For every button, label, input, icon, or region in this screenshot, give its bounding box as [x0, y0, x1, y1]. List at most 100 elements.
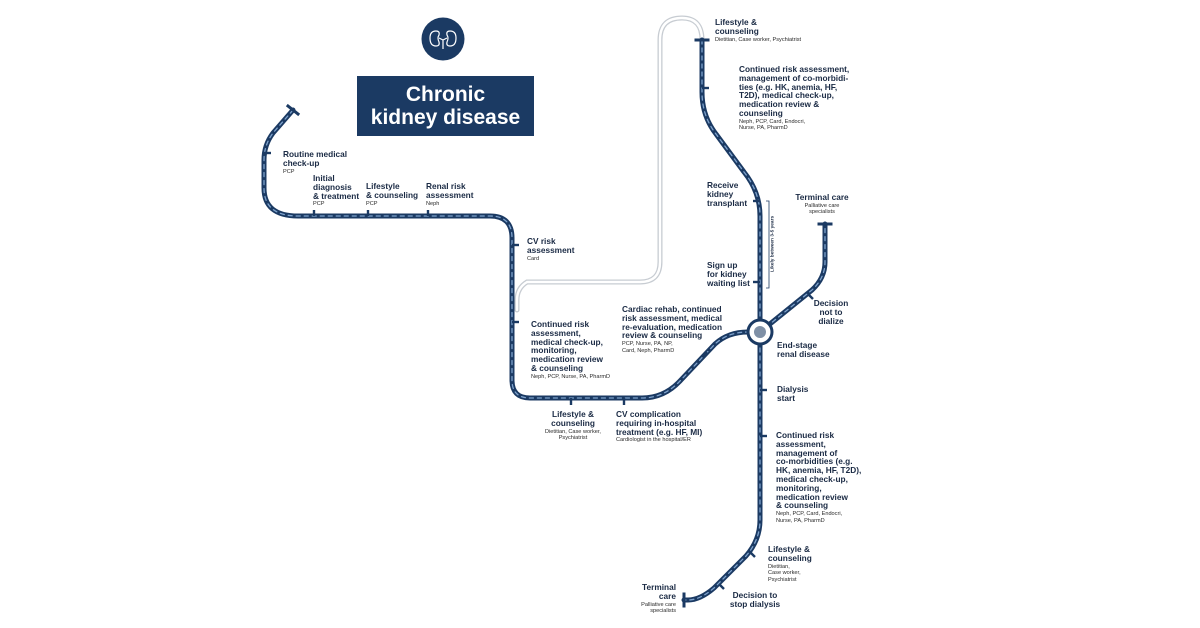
wait-time-note: Likely between 3-5 years [770, 215, 776, 273]
station-lifestyle-top: Lifestyle & counseling Dietitian, Case w… [715, 18, 801, 43]
station-roles: Psychiatrist [768, 576, 797, 583]
station-name: risk assessment, medical [622, 312, 723, 323]
station-routine-checkup: Routine medical check-up PCP [283, 150, 347, 175]
tick-decision-stop [718, 583, 725, 590]
station-name: HK, anemia, HF, T2D), [776, 465, 862, 476]
station-name: Lifestyle [366, 181, 400, 191]
station-name: counseling [551, 417, 595, 428]
station-roles: PCP, Nurse, PA, NP, [622, 341, 673, 348]
station-name: CV risk [527, 236, 556, 246]
station-name: not to [819, 306, 843, 317]
station-name: management of [776, 447, 838, 458]
station-roles: Card, Neph, PharmD [622, 347, 675, 354]
station-name: requiring in-hospital [616, 417, 697, 428]
station-name: Receive [707, 180, 739, 190]
station-roles: Neph, PCP, Nurse, PA, PharmD [531, 373, 611, 380]
station-name: Terminal [642, 582, 676, 592]
station-name: medication review & [739, 99, 820, 110]
station-name: diagnosis [313, 181, 352, 192]
wait-bracket [766, 200, 770, 289]
station-roles: specialists [809, 209, 835, 216]
station-lifestyle-3: Lifestyle & counseling Dietitian, Case w… [768, 545, 812, 583]
station-name: counseling [768, 552, 812, 563]
station-name: Renal risk [426, 181, 466, 191]
station-name: Sign up [707, 260, 738, 270]
station-roles: Dietitian, Case worker, [545, 428, 601, 435]
station-name: treatment (e.g. HF, MI) [616, 426, 703, 437]
station-name: Lifestyle & [552, 409, 594, 419]
station-name: counseling [715, 25, 759, 36]
station-name: dialize [818, 315, 844, 326]
station-initial-diagnosis: Initial diagnosis & treatment PCP [313, 174, 359, 208]
station-lifestyle-1: Lifestyle & counseling PCP [366, 182, 418, 207]
station-roles: Cardiologist in the hospital/ER [616, 437, 691, 444]
station-dialysis-start: Dialysis start [777, 385, 808, 403]
station-waiting-list: Sign up for kidney waiting list [707, 261, 750, 287]
station-decision-stop: Decision to stop dialysis [724, 591, 786, 609]
station-terminal-care-top: Terminal care Palliative care specialist… [790, 193, 854, 216]
title-line-1: Chronic [405, 83, 486, 106]
station-name: co-morbidities (e.g. [776, 456, 853, 467]
station-name: waiting list [707, 277, 750, 288]
station-name: check-up [283, 157, 320, 168]
page-title: Chronic kidney disease [357, 76, 534, 136]
station-name: review & counseling [622, 330, 703, 341]
station-receive-transplant: Receive kidney transplant [707, 181, 747, 207]
station-name: re-evaluation, medication [622, 321, 723, 332]
station-name: CV complication [616, 409, 682, 419]
station-name: & counseling [366, 189, 419, 200]
station-name: assessment [527, 244, 575, 255]
station-name: & counseling [776, 500, 829, 511]
station-name: Dialysis [777, 384, 809, 394]
station-name: stop dialysis [729, 598, 781, 609]
station-roles: specialists [650, 608, 676, 615]
station-name: T2D), medical check-up, [739, 90, 834, 101]
station-name: & counseling [531, 362, 584, 373]
station-name: Continued risk [531, 319, 590, 329]
station-lifestyle-2: Lifestyle & counseling Dietitian, Case w… [537, 410, 609, 442]
station-name: start [777, 392, 795, 403]
station-roles: Case worker, [768, 570, 801, 577]
station-continued-2: Continued risk assessment, management of… [776, 431, 861, 524]
station-name: assessment, [776, 438, 826, 449]
station-roles: Palliative care [804, 202, 840, 209]
station-roles: PCP [366, 200, 378, 207]
station-name: Continued risk [776, 430, 835, 440]
station-name: care [658, 590, 676, 601]
station-roles: Neph, PCP, Card, Endocri, [776, 511, 843, 518]
station-name: assessment [426, 189, 474, 200]
station-roles: Palliative care [641, 601, 676, 608]
station-name: assessment, [531, 327, 581, 338]
station-name: ties (e.g. HK, anemia, HF, [739, 81, 838, 92]
station-roles: PCP [313, 201, 325, 208]
station-name: medical check-up, [531, 336, 603, 347]
title-line-2: kidney disease [370, 106, 521, 129]
station-name: renal disease [777, 348, 830, 359]
station-name: for kidney [707, 268, 747, 279]
station-end-stage: End-stage renal disease [777, 341, 830, 359]
station-continued-top: Continued risk assessment, management of… [739, 65, 849, 132]
station-name: Decision [813, 298, 849, 308]
station-cv-complication: CV complication requiring in-hospital tr… [616, 410, 702, 444]
station-name: End-stage [777, 340, 818, 350]
station-name: monitoring, [776, 482, 822, 493]
station-name: Routine medical [283, 149, 348, 159]
station-roles: Dietitian, [768, 563, 790, 570]
station-roles: Nurse, PA, PharmD [739, 125, 788, 132]
station-decision-not-dialize: Decision not to dialize [808, 299, 854, 325]
station-cv-risk: CV risk assessment Card [527, 237, 575, 262]
station-terminal-care-bottom: Terminal care Palliative care specialist… [630, 583, 676, 615]
station-name: transplant [707, 197, 748, 208]
station-roles: PCP [283, 168, 295, 175]
tick-lifestyle3 [749, 551, 756, 558]
station-name: Lifestyle & [715, 17, 757, 27]
station-roles: Neph [426, 200, 440, 207]
start-terminal-cap [285, 103, 301, 117]
station-name: kidney [707, 188, 734, 199]
station-roles: Psychiatrist [558, 435, 588, 442]
station-renal-risk: Renal risk assessment Neph [426, 182, 474, 207]
station-continued-1: Continued risk assessment, medical check… [531, 320, 610, 380]
dialysis-route-line [681, 329, 763, 603]
station-name: management of co-morbidi- [739, 72, 849, 83]
